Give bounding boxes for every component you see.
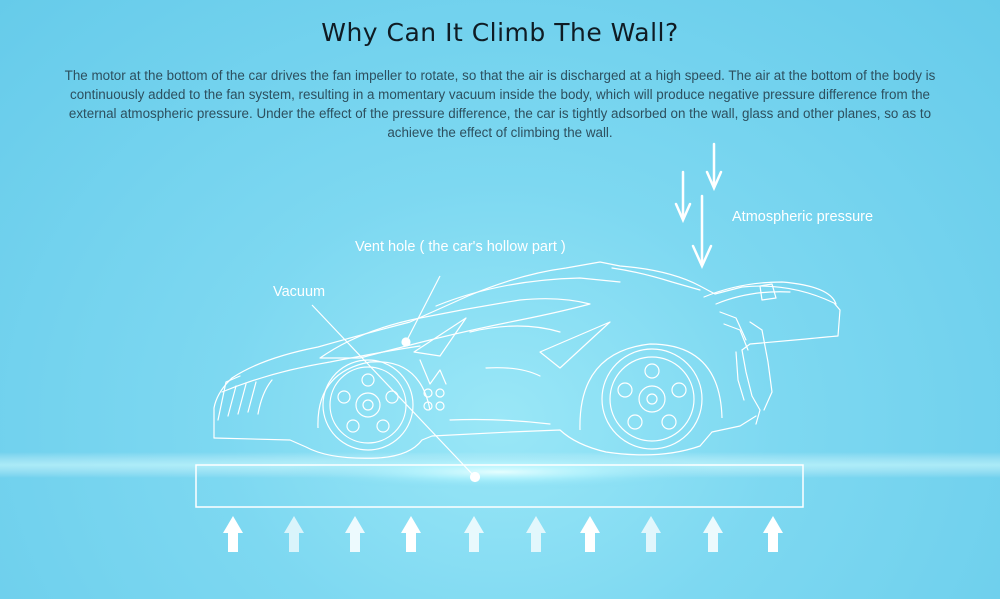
- up-arrow-icon: [703, 516, 723, 552]
- vacuum-label: Vacuum: [273, 284, 326, 300]
- glow-ellipse: [280, 454, 720, 490]
- description-text: The motor at the bottom of the car drive…: [64, 68, 936, 140]
- up-arrow-icon: [401, 516, 421, 552]
- up-arrow-icon: [580, 516, 600, 552]
- up-arrow-icon: [526, 516, 546, 552]
- wall-plate: [195, 464, 804, 508]
- up-arrow-icon: [284, 516, 304, 552]
- page-title: Why Can It Climb The Wall?: [321, 18, 679, 47]
- atmospheric-pressure-label: Atmospheric pressure: [732, 209, 874, 225]
- vent-leader-line: [405, 275, 441, 343]
- up-arrow-icon: [464, 516, 484, 552]
- up-arrows: [223, 516, 783, 552]
- vacuum-leader-line: [311, 304, 476, 478]
- leader-lines: [311, 275, 481, 483]
- up-arrow-icon: [345, 516, 365, 552]
- vent-hole-label: Vent hole ( the car's hollow part ): [355, 239, 566, 255]
- rear-wheel: [579, 343, 723, 450]
- car-outline: [213, 261, 841, 459]
- up-arrow-icon: [223, 516, 243, 552]
- down-arrow-icon: [674, 170, 692, 224]
- up-arrow-icon: [763, 516, 783, 552]
- vacuum-marker-dot: [469, 471, 481, 483]
- down-arrow-icon: [705, 142, 723, 192]
- up-arrow-icon: [641, 516, 661, 552]
- down-arrows: [674, 142, 723, 270]
- vent-marker-dot: [401, 337, 411, 347]
- front-wheel: [317, 359, 431, 451]
- down-arrow-icon: [691, 194, 713, 270]
